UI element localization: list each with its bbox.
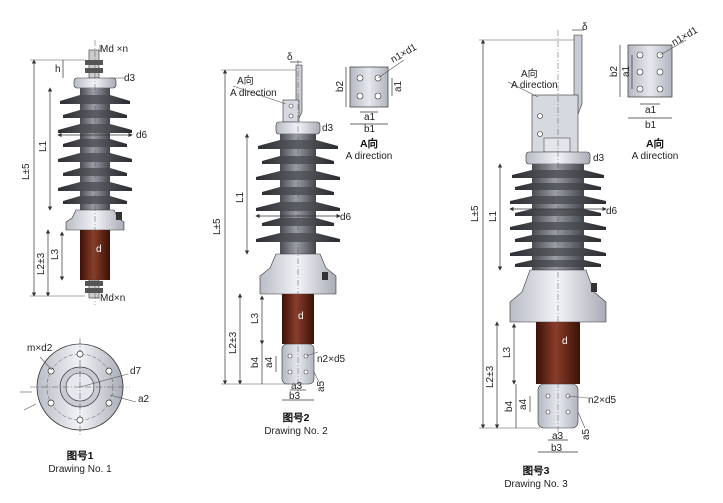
- drawing-2: L±5 L1 L2±3 L3 b4 a4 a3 b3 a5 n2×d5 δ A向…: [212, 42, 419, 437]
- bottom-nut-2: [85, 288, 103, 293]
- d3-view-b1: b1: [645, 120, 657, 131]
- d2-view-b1: b1: [364, 124, 376, 135]
- d1-d6-label: d6: [136, 130, 148, 141]
- d3-view-title-en: A direction: [632, 151, 679, 162]
- d3-l1-label: L1: [488, 210, 499, 222]
- d2-a5-label: a5: [316, 380, 327, 392]
- bottom-nut: [85, 281, 103, 286]
- d3-a4-label: a4: [518, 398, 529, 410]
- d1-l1-label: L1: [38, 140, 49, 152]
- drawing-1: L±5 L1 h L2±3 L3 Md ×n d3 d6 d Md×n: [20, 40, 150, 475]
- d1-a2-label: a2: [138, 394, 150, 405]
- d2-view-b2: b2: [335, 80, 346, 92]
- d1-h-label: h: [55, 64, 61, 75]
- top-nut: [85, 60, 103, 65]
- d1-d3-label: d3: [124, 73, 136, 84]
- d2-d6-label: d6: [340, 212, 352, 223]
- d2-caption-cn: 图号2: [283, 412, 310, 424]
- d3-view-a1-left: a1: [621, 65, 632, 77]
- d1-d7-label: d7: [130, 366, 142, 377]
- d3-view-title-cn: A向: [646, 137, 664, 150]
- d2-adir-en: A direction: [230, 88, 277, 99]
- d2-d-label: d: [298, 311, 304, 322]
- d2-adir-cn: A向: [237, 74, 254, 87]
- d2-terminal-plate: [282, 99, 300, 123]
- flange-bolt: [116, 212, 122, 220]
- d1-d-label: d: [96, 244, 102, 255]
- d1-md-bottom-label: Md×n: [100, 293, 125, 304]
- flange-plan-view: [20, 338, 137, 436]
- d2-view-a1-bottom: a1: [364, 112, 376, 123]
- d1-l5-label: L±5: [21, 163, 32, 180]
- d2-b4-label: b4: [250, 356, 261, 368]
- d2-l2-label: L2±3: [228, 331, 239, 354]
- d3-view-a1-bottom: a1: [645, 105, 657, 116]
- d3-caption-cn: 图号3: [523, 465, 550, 477]
- d1-l3-label: L3: [50, 248, 61, 260]
- d2-l1-label: L1: [235, 191, 246, 203]
- d1-l2-label: L2±3: [36, 252, 47, 275]
- d2-delta-label: δ: [287, 52, 293, 63]
- d2-a4-label: a4: [264, 356, 275, 368]
- d2-d3-label: d3: [322, 123, 334, 134]
- d2-n2d5-label: n2×d5: [317, 354, 346, 365]
- d2-view-a1: a1: [393, 80, 404, 92]
- d1-caption-en: Drawing No. 1: [48, 464, 112, 475]
- d2-a-direction-view: [345, 59, 405, 125]
- d2-view-title-cn: A向: [360, 137, 378, 150]
- d3-caption-en: Drawing No. 3: [504, 479, 568, 490]
- d2-a3-label: a3: [291, 381, 303, 392]
- drawing-3: L±5 L1 L2±3 L3 b4 a4 a3 b3 a5 n2×d5 δ A向…: [470, 22, 700, 490]
- d2-l5-label: L±5: [212, 218, 223, 235]
- d2-caption-en: Drawing No. 2: [264, 426, 328, 437]
- d3-view-n1d1: n1×d1: [670, 25, 700, 49]
- d1-md-top-label: Md ×n: [100, 44, 128, 55]
- d3-n2d5-label: n2×d5: [588, 395, 617, 406]
- d3-l5-label: L±5: [470, 205, 481, 222]
- d3-d-label: d: [562, 336, 568, 347]
- d3-a-direction-view: [619, 39, 687, 119]
- d3-d3-label: d3: [593, 153, 605, 164]
- d3-b4-label: b4: [504, 400, 515, 412]
- d3-adir-en: A direction: [511, 80, 558, 91]
- d3-l3-label: L3: [502, 346, 513, 358]
- d3-l2-label: L2±3: [485, 365, 496, 388]
- d1-m-d2-label: m×d2: [27, 343, 53, 354]
- d2-view-title-en: A direction: [346, 151, 393, 162]
- d3-view-b2: b2: [609, 65, 620, 77]
- d3-b3-label: b3: [551, 443, 563, 454]
- d3-a3-label: a3: [552, 431, 564, 442]
- d3-adir-cn: A向: [521, 67, 538, 80]
- d2-b3-label: b3: [289, 391, 301, 402]
- d1-caption-cn: 图号1: [67, 450, 94, 462]
- top-nut-2: [85, 68, 103, 73]
- d2-view-n1d1: n1×d1: [389, 42, 419, 66]
- d3-d6-label: d6: [606, 206, 618, 217]
- d3-a5-label: a5: [581, 428, 592, 440]
- d3-delta-label: δ: [582, 22, 588, 33]
- d2-l3-label: L3: [250, 312, 261, 324]
